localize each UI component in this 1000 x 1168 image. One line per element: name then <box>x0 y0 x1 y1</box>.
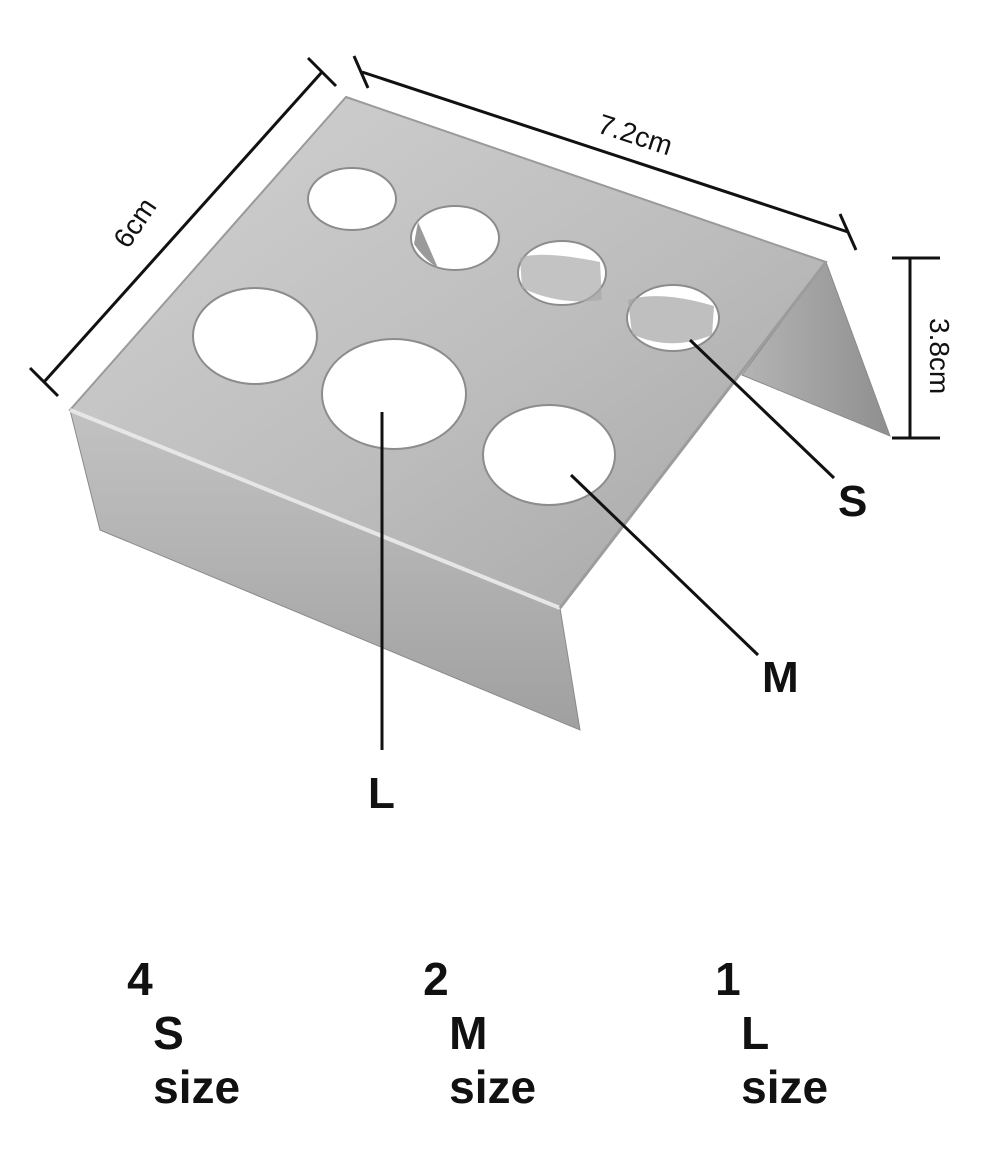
caption-large-count: 1 L size <box>664 898 828 1168</box>
medium-hole <box>192 287 318 385</box>
callout-small: S <box>688 338 867 526</box>
caption-medium-number: 2 <box>423 953 449 1005</box>
height-label: 3.8cm <box>924 318 955 394</box>
right-edge-highlight <box>558 261 828 609</box>
large-hole <box>321 338 467 450</box>
caption-medium-count: 2 M size <box>372 898 536 1168</box>
small-hole <box>410 205 500 271</box>
small-hole <box>307 167 397 231</box>
callout-small-label: S <box>838 477 867 526</box>
hole-shadow <box>628 296 714 344</box>
caption-large-letter: L <box>741 1007 770 1059</box>
medium-hole <box>482 404 616 506</box>
callout-large: L <box>368 412 395 818</box>
callout-medium: M <box>569 473 799 702</box>
caption-small-number: 4 <box>127 953 153 1005</box>
caption-medium-letter: M <box>449 1007 488 1059</box>
hole-shadow <box>520 254 602 302</box>
callout-medium-label: M <box>762 653 799 702</box>
callout-large-label: L <box>368 769 395 818</box>
caption-medium-word: size <box>449 1061 537 1113</box>
caption-small-word: size <box>153 1061 241 1113</box>
hole-shadow <box>414 222 438 268</box>
caption-large-word: size <box>741 1061 829 1113</box>
depth-label: 6cm <box>107 192 162 253</box>
caption-large-number: 1 <box>715 953 741 1005</box>
product-illustration: 7.2cm 6cm 3.8cm S M L <box>28 55 955 818</box>
caption-small-count: 4 S size <box>76 898 240 1168</box>
front-edge-highlight <box>69 408 561 610</box>
caption-small-letter: S <box>153 1007 184 1059</box>
size-summary-caption: 4 S size 2 M size 1 L size <box>0 898 1000 1113</box>
height-dimension: 3.8cm <box>892 256 955 440</box>
